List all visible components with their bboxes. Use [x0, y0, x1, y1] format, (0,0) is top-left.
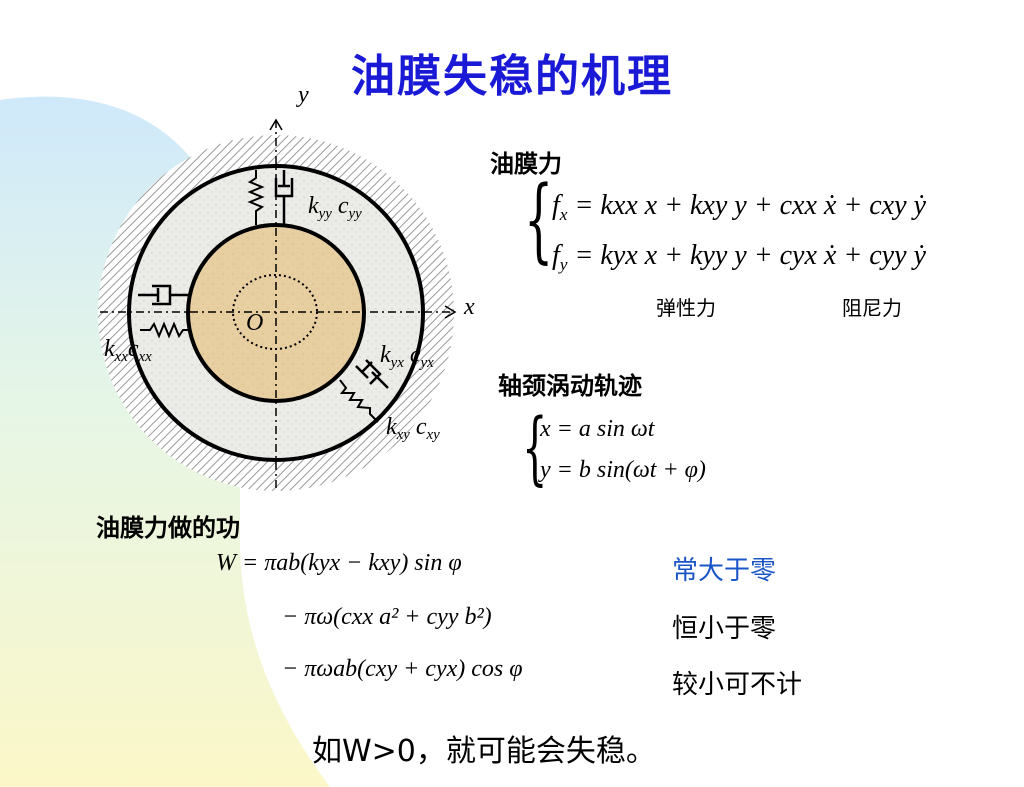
whirl-heading: 轴颈涡动轨迹 — [498, 372, 642, 400]
label-kyy-cyy: kyy cyy — [308, 193, 362, 223]
work-heading: 油膜力做的功 — [96, 514, 240, 542]
oil-force-eq-fy: fy = kyx x + kyy y + cyx ẋ + cyy ẏ — [552, 240, 926, 275]
spring-xx — [140, 321, 190, 339]
x-axis-arrow — [444, 305, 457, 319]
oil-force-heading: 油膜力 — [490, 150, 562, 178]
work-note-3: 较小可不计 — [672, 670, 803, 700]
spring-yy — [247, 170, 265, 225]
work-note-1: 常大于零 — [672, 556, 777, 586]
label-elastic-force: 弹性力 — [656, 296, 716, 320]
work-term-2: − πω(cxx a² + cyy b²) — [282, 604, 492, 630]
spring-xy — [339, 379, 379, 423]
damper-yx — [355, 359, 389, 389]
origin-label: O — [246, 310, 264, 336]
whirl-eq-x: x = a sin ωt — [540, 416, 655, 442]
damper-xx — [138, 284, 190, 306]
label-kxy-cxy: kxy cxy — [386, 414, 440, 444]
work-term-3: − πωab(cxy + cyx) cos φ — [282, 656, 523, 682]
work-term-1: W = πab(kyx − kxy) sin φ — [216, 550, 462, 576]
y-axis-arrow — [269, 118, 283, 131]
whirl-eq-y: y = b sin(ωt + φ) — [540, 457, 706, 483]
page-title: 油膜失稳的机理 — [351, 51, 673, 102]
damper-yy — [274, 170, 294, 225]
axis-x-label: x — [464, 294, 475, 320]
conclusion: 如W>0，就可能会失稳。 — [312, 734, 656, 769]
label-damping-force: 阻尼力 — [842, 296, 902, 320]
axis-y-label: y — [298, 82, 309, 108]
oil-force-eq-fx: fx = kxx x + kxy y + cxx ẋ + cxy ẏ — [552, 190, 926, 225]
label-kyx-cyx: kyx cyx — [380, 342, 434, 372]
label-kxx-cxx: kxxcxx — [104, 336, 152, 366]
work-note-2: 恒小于零 — [672, 614, 777, 644]
oil-force-brace: { — [524, 166, 554, 273]
bearing-diagram — [98, 118, 457, 491]
whirl-brace: { — [522, 401, 548, 494]
